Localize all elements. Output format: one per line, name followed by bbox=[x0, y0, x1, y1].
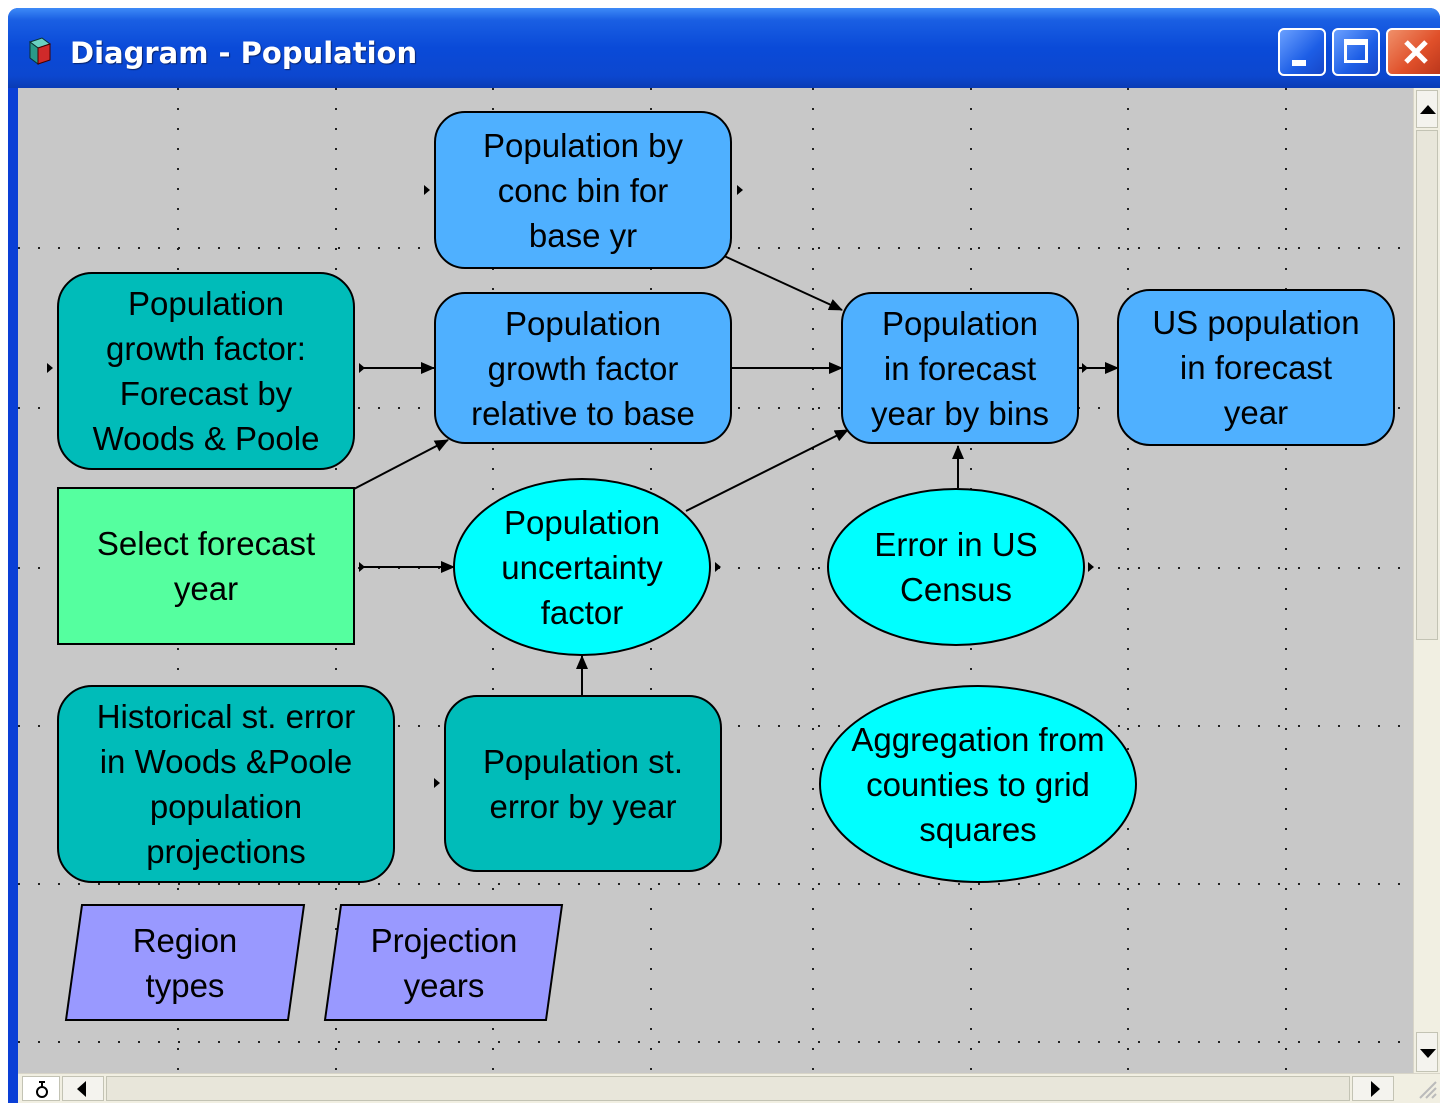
minimize-button[interactable] bbox=[1278, 28, 1326, 76]
horizontal-scroll-thumb[interactable] bbox=[106, 1076, 1350, 1101]
node-shape-projection-years[interactable] bbox=[323, 904, 564, 1021]
size-grip-icon bbox=[1419, 1081, 1437, 1099]
node-shape-select-forecast-year[interactable] bbox=[57, 487, 355, 645]
node-shape-aggregation[interactable] bbox=[819, 685, 1137, 883]
arrow-uncertainty-to-bins bbox=[685, 429, 849, 512]
pointer-hand-icon bbox=[36, 1081, 48, 1098]
arrow-left-icon bbox=[77, 1081, 86, 1097]
diagram-window: Diagram - Population bbox=[8, 8, 1440, 1103]
node-shape-pop-uncertainty[interactable] bbox=[453, 478, 711, 656]
arrow-conc-bin-to-bins bbox=[721, 254, 843, 311]
diagram-drawing bbox=[18, 88, 1414, 1074]
node-shape-historical-st-error[interactable] bbox=[57, 685, 395, 883]
node-shape-pop-growth-relative[interactable] bbox=[434, 292, 732, 444]
close-icon bbox=[1404, 40, 1428, 64]
close-button[interactable] bbox=[1386, 28, 1440, 76]
maximize-button[interactable] bbox=[1332, 28, 1380, 76]
size-grip[interactable] bbox=[1414, 1076, 1440, 1101]
node-shape-error-us-census[interactable] bbox=[827, 488, 1085, 646]
node-shape-pop-by-conc-bin[interactable] bbox=[434, 111, 732, 269]
node-shape-us-pop-forecast[interactable] bbox=[1117, 289, 1395, 446]
app-icon bbox=[28, 37, 52, 65]
node-shape-region-types[interactable] bbox=[64, 904, 306, 1021]
scroll-up-button[interactable] bbox=[1416, 90, 1438, 128]
arrow-up-icon bbox=[1420, 105, 1436, 114]
diagram-tool-button[interactable] bbox=[22, 1076, 60, 1101]
title-bar[interactable]: Diagram - Population bbox=[8, 8, 1440, 88]
scroll-left-button[interactable] bbox=[62, 1076, 104, 1101]
node-shape-pop-st-error[interactable] bbox=[444, 695, 722, 872]
maximize-icon bbox=[1344, 39, 1368, 63]
vertical-scroll-thumb[interactable] bbox=[1416, 130, 1438, 640]
arrow-down-icon bbox=[1420, 1049, 1436, 1058]
scroll-down-button[interactable] bbox=[1416, 1032, 1438, 1072]
node-shape-pop-forecast-bins[interactable] bbox=[841, 292, 1079, 444]
node-shape-pop-growth-factor-forecast[interactable] bbox=[57, 272, 355, 470]
scroll-right-button[interactable] bbox=[1352, 1076, 1394, 1101]
arrow-right-icon bbox=[1371, 1081, 1380, 1097]
port-markers bbox=[47, 185, 1094, 788]
window-title: Diagram - Population bbox=[70, 36, 418, 70]
minimize-icon bbox=[1292, 60, 1306, 66]
arrow-select-year-to-relative bbox=[351, 439, 449, 491]
vertical-scrollbar[interactable] bbox=[1413, 88, 1440, 1074]
horizontal-scrollbar[interactable] bbox=[18, 1073, 1440, 1103]
